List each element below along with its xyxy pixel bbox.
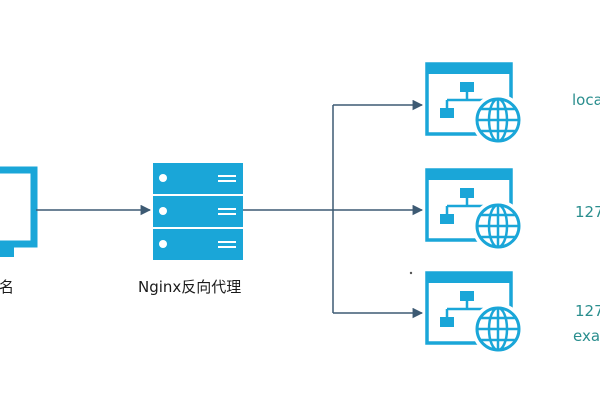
client-label: 域名 <box>0 278 15 296</box>
nginx-proxy-label: Nginx反向代理 <box>138 278 242 296</box>
backend-1-label: loca <box>572 91 600 109</box>
backend-3-label: 127 <box>575 302 600 320</box>
web-server-icon <box>425 271 526 357</box>
stray-dot <box>409 271 413 275</box>
web-server-icon <box>425 62 524 146</box>
backend-3-label-line2: exa <box>573 327 600 345</box>
server-stack-icon <box>153 163 243 260</box>
proxy-to-backends-connectors <box>243 99 424 319</box>
web-server-icon <box>425 168 526 254</box>
monitor-icon <box>0 166 38 257</box>
backend-2-label: 127 <box>575 203 600 221</box>
